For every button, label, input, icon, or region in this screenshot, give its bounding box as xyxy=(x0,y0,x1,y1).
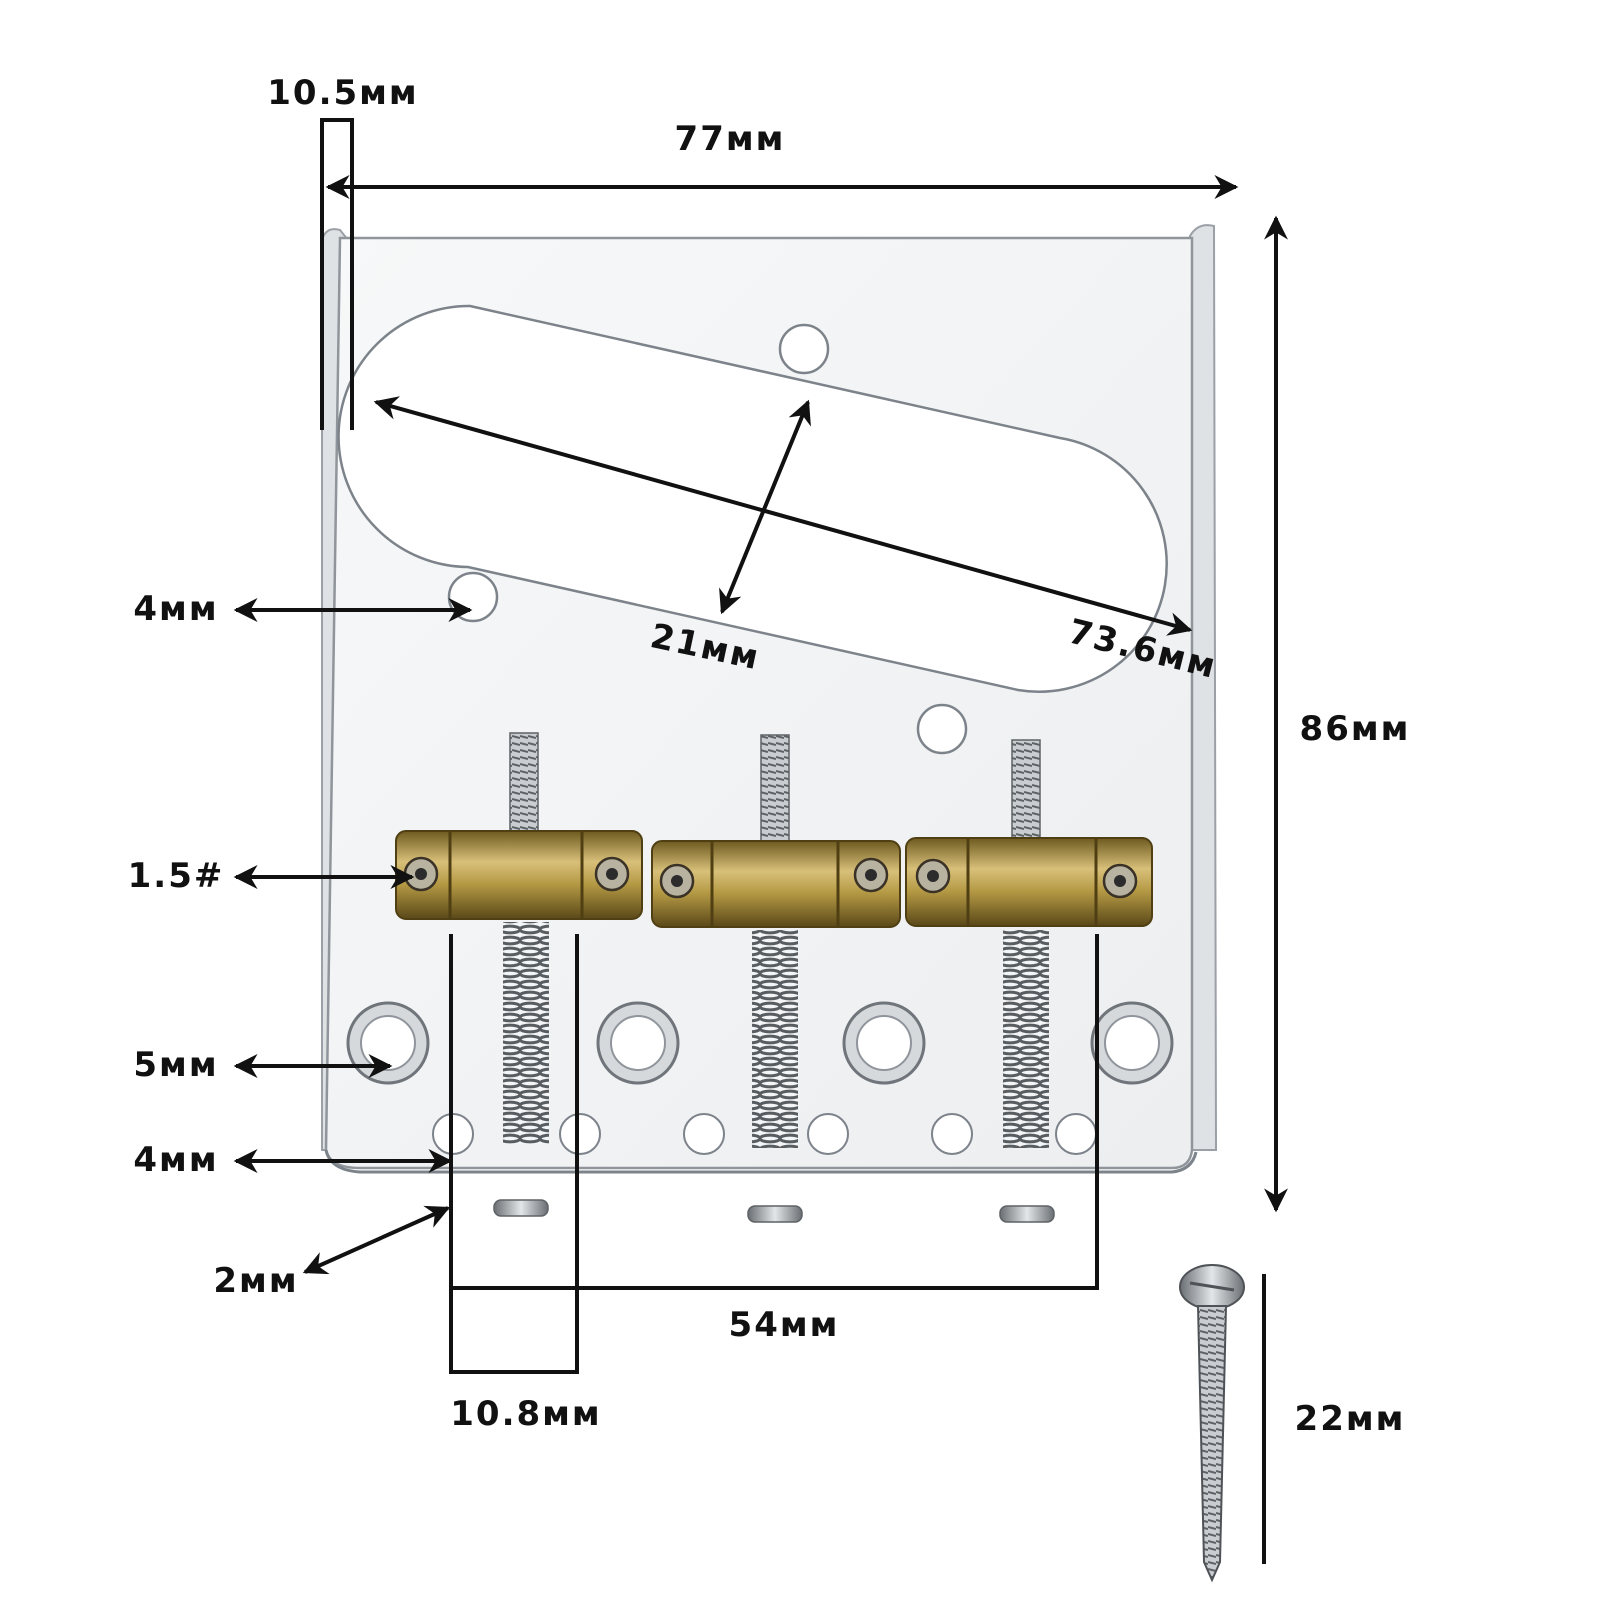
saddle-assembly-3 xyxy=(905,739,1153,1223)
label-saddle-width: 10.8мм xyxy=(450,1394,601,1434)
screw-head-icon xyxy=(493,1199,549,1217)
saddle-assembly-1 xyxy=(395,732,643,1217)
label-saddle-spacing: 54мм xyxy=(729,1305,840,1345)
spring-icon xyxy=(1003,930,1049,1148)
spring-icon xyxy=(503,922,549,1144)
pickup-mount-hole xyxy=(916,703,968,755)
height-screw xyxy=(760,734,790,844)
label-plate-height: 86мм xyxy=(1300,709,1411,749)
mounting-holes xyxy=(346,1001,1174,1085)
height-screw xyxy=(509,732,539,844)
label-string-hole-small: 4мм xyxy=(133,1140,218,1180)
mounting-screw-icon xyxy=(1179,1264,1245,1583)
label-screw-length: 22мм xyxy=(1295,1399,1406,1439)
label-mount-hole: 4мм xyxy=(133,589,218,629)
screw-head-icon xyxy=(999,1205,1055,1223)
dimension-lines xyxy=(233,118,1288,1564)
label-plate-width: 77мм xyxy=(675,119,786,159)
label-plate-thickness: 2мм xyxy=(213,1261,298,1301)
pickup-mount-hole xyxy=(778,323,830,375)
saddle-assembly-2 xyxy=(651,734,901,1223)
label-hex-key: 1.5# xyxy=(128,856,225,896)
label-string-hole-large: 5мм xyxy=(133,1045,218,1085)
spring-icon xyxy=(752,930,798,1148)
label-flange-width: 10.5мм xyxy=(267,73,418,113)
height-screw xyxy=(1011,739,1041,841)
right-flange xyxy=(1189,224,1218,1151)
pickup-mount-hole xyxy=(447,571,499,623)
screw-head-icon xyxy=(747,1205,803,1223)
